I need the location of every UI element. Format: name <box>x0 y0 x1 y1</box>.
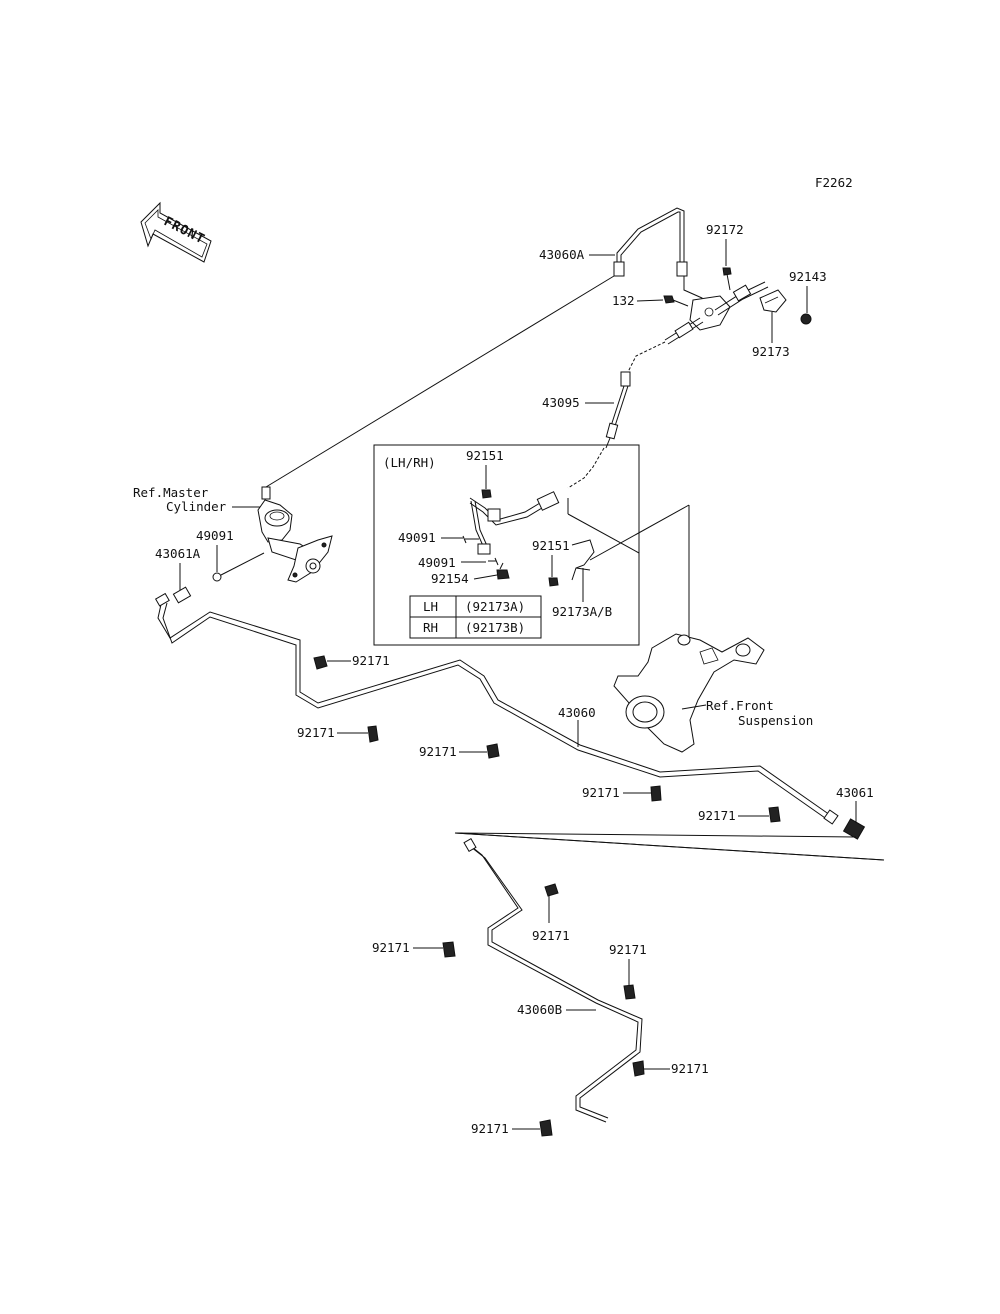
figure-code: F2262 <box>815 175 853 190</box>
table-row-lh-part: (92173A) <box>465 599 525 614</box>
label-49091-b: 49091 <box>418 555 456 570</box>
label-92173: 92173 <box>752 344 790 359</box>
label-92171-4: 92171 <box>582 785 620 800</box>
label-ref-front-2: Suspension <box>738 713 813 728</box>
label-43060B: 43060B <box>517 1002 562 1017</box>
label-43060A: 43060A <box>539 247 585 262</box>
pipe-43060 <box>154 592 866 840</box>
label-92171-8: 92171 <box>609 942 647 957</box>
front-suspension <box>613 633 765 753</box>
upper-assembly <box>567 207 812 489</box>
clip-92171 <box>486 743 500 759</box>
clip-92171 <box>650 785 662 802</box>
label-49091-a: 49091 <box>398 530 436 545</box>
pipe-43060B <box>463 837 643 1123</box>
label-92171-2: 92171 <box>297 725 335 740</box>
front-arrow-icon: FRONT <box>140 201 212 263</box>
label-43060: 43060 <box>558 705 596 720</box>
label-92171-9: 92171 <box>671 1061 709 1076</box>
table-row-rh-part: (92173B) <box>465 620 525 635</box>
label-92172: 92172 <box>706 222 744 237</box>
label-43061A: 43061A <box>155 546 201 561</box>
table-row-rh-side: RH <box>423 620 438 635</box>
label-92173AB: 92173A/B <box>552 604 612 619</box>
lh-rh-inset: (LH/RH) LH (92173A) RH (92173B) <box>373 444 640 646</box>
label-92171-1: 92171 <box>352 653 390 668</box>
inset-title: (LH/RH) <box>383 455 436 470</box>
clip-92171 <box>623 984 636 1000</box>
clip-92171 <box>442 941 456 958</box>
label-92171-6: 92171 <box>532 928 570 943</box>
table-row-lh-side: LH <box>423 599 438 614</box>
label-92151-a: 92151 <box>466 448 504 463</box>
clip-92171 <box>539 1119 553 1137</box>
variant-table: LH (92173A) RH (92173B) <box>409 595 542 639</box>
label-43061: 43061 <box>836 785 874 800</box>
label-132: 132 <box>612 293 635 308</box>
label-43095: 43095 <box>542 395 580 410</box>
label-ref-master-1: Ref.Master <box>133 485 209 500</box>
label-ref-front-1: Ref.Front <box>706 698 774 713</box>
label-92151-b: 92151 <box>532 538 570 553</box>
master-cylinder <box>257 486 333 583</box>
clip-92171 <box>632 1060 645 1077</box>
label-92171-10: 92171 <box>471 1121 509 1136</box>
label-49091-c: 49091 <box>196 528 234 543</box>
label-92171-3: 92171 <box>419 744 457 759</box>
clip-92171 <box>367 725 379 743</box>
label-92143: 92143 <box>789 269 827 284</box>
label-92171-7: 92171 <box>372 940 410 955</box>
clip-92171 <box>544 883 559 897</box>
label-ref-master-2: Cylinder <box>166 499 227 514</box>
label-92154: 92154 <box>431 571 469 586</box>
label-92171-5: 92171 <box>698 808 736 823</box>
clip-92171 <box>313 655 328 670</box>
clip-92171 <box>768 806 781 823</box>
